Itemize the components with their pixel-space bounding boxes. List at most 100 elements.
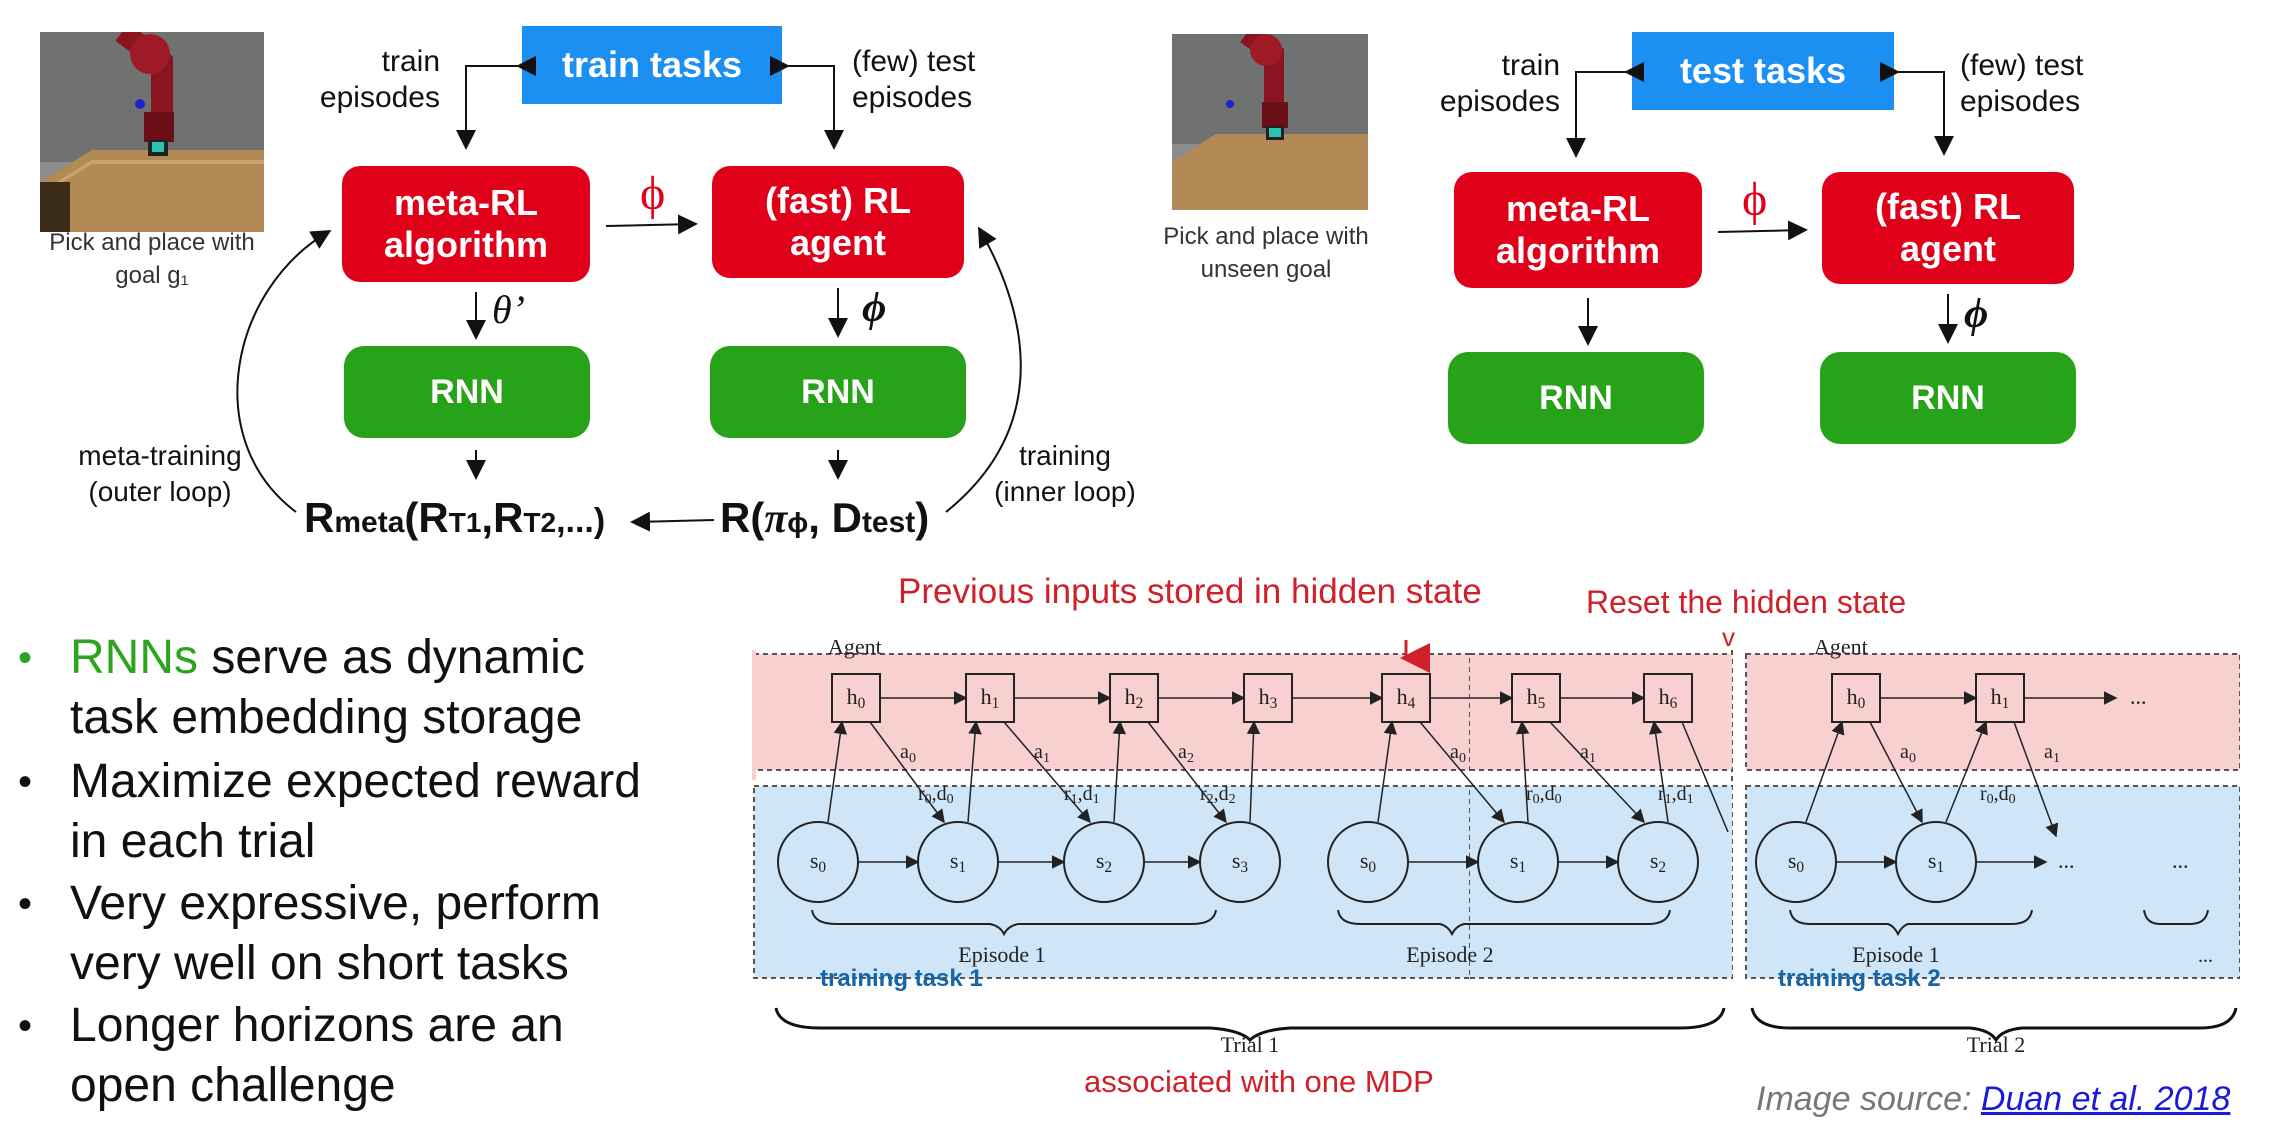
bullet-4-text: Longer horizons are an <box>70 999 564 1052</box>
robot-photo-left: Pick and place with goal g₁ <box>32 23 272 302</box>
brace-episode-partial <box>2143 909 2209 925</box>
brace-episode-1b <box>1789 909 2033 937</box>
agent-label-trial2: Agent <box>1814 640 1868 659</box>
robot-arm-image-left <box>40 23 264 232</box>
rnn-label-left-1: RNN <box>430 372 504 411</box>
obs-arrow-6 <box>1648 720 1669 823</box>
image-source-prefix: Image source: <box>1756 1080 1981 1118</box>
obs-arrow-2 <box>1112 720 1127 823</box>
bullet-3-text: Very expressive, perform <box>70 877 601 930</box>
annotation-reset-arrow: v <box>1722 622 1735 652</box>
annotation-previous-inputs: Previous inputs stored in hidden state <box>898 572 1482 611</box>
arrow-meta-to-fast-left <box>605 214 698 235</box>
photo-caption-right-line1: Pick and place with <box>1163 223 1369 250</box>
r-meta-sub: meta <box>334 506 405 539</box>
brace-episode-1 <box>811 909 1217 937</box>
obs-arrow-t2-0 <box>1805 720 1845 823</box>
meta-rl-line2: algorithm <box>383 224 548 265</box>
rnn-box-left-2: RNN <box>710 346 966 438</box>
hidden-label-4: h4 <box>1397 684 1416 712</box>
hidden-label-2: h2 <box>1125 684 1144 712</box>
phi-label-right: ϕ <box>1964 291 1989 337</box>
hidden-label-1: h1 <box>981 684 1000 712</box>
r-meta-t1: T1 <box>448 507 482 538</box>
r-pi-close: ) <box>915 494 930 541</box>
env-region-trial1 <box>753 785 1471 979</box>
r-meta-formula: Rmeta(RT1,RT2,...) <box>304 494 605 542</box>
phi-label-left: ϕ <box>862 285 887 331</box>
test-tasks-label: test tasks <box>1679 50 1847 91</box>
r-pi-phi-sub: ϕ <box>787 507 809 538</box>
hidden-label-t2-1: h1 <box>1991 684 2010 712</box>
state-label-5: s1 <box>1510 848 1526 876</box>
bullet-dot-3: • <box>18 882 33 926</box>
photo-caption-right-line2: unseen goal <box>1200 256 1332 283</box>
r-pi-formula: R(πϕ, Dtest) <box>720 494 929 543</box>
obs-arrow-3 <box>1246 720 1261 823</box>
obs-arrow-4 <box>1377 720 1398 823</box>
agent-label-trial1: Agent <box>828 640 882 659</box>
meta-rl-line1: meta-RL <box>393 182 538 223</box>
obs-arrow-0 <box>827 720 848 823</box>
action-arrow-t2-0 <box>1869 721 1923 824</box>
theta-prime-label: θ’ <box>492 287 525 332</box>
train-tasks-box: train tasks <box>522 26 782 104</box>
action-arrow-3 <box>1419 721 1505 824</box>
test-episodes-line1: (few) test <box>852 45 976 78</box>
rnn-label-left-2: RNN <box>801 372 875 411</box>
train-episodes-right-line1: train <box>1501 49 1560 82</box>
trial-2-label: Trial 2 <box>1967 1032 2025 1057</box>
right-diagram-arrows <box>1566 62 1958 346</box>
meta-rl-right-line1: meta-RL <box>1505 188 1650 229</box>
reward-label-2: r2,d2 <box>1200 783 1236 807</box>
episode-1-label: Episode 1 <box>958 942 1045 967</box>
brace-trial1 <box>774 1007 1726 1043</box>
action-arrow-t2-1 <box>2013 721 2059 838</box>
arrow-train-episodes-right <box>1566 62 1644 158</box>
meta-rl-right-line2: algorithm <box>1495 230 1660 271</box>
image-source-link[interactable]: Duan et al. 2018 <box>1980 1080 2231 1118</box>
bullet-2-text: Maximize expected reward <box>70 755 641 808</box>
rnn-label-right-1: RNN <box>1539 378 1613 417</box>
r-meta-t2: T2 <box>523 507 557 538</box>
annotation-one-mdp: associated with one MDP <box>1084 1064 1434 1099</box>
bullet-4-line2: open challenge <box>70 1059 396 1112</box>
train-episodes-line1: train <box>381 45 440 78</box>
bullet-dot-1: • <box>18 636 33 680</box>
state-label-t2-1: s1 <box>1928 848 1944 876</box>
fast-rl-line2: agent <box>789 222 886 263</box>
outer-loop-line2: (outer loop) <box>88 476 232 507</box>
arrow-meta-to-fast-right <box>1717 220 1808 241</box>
r-pi-mid: , D <box>808 494 862 541</box>
bullet-1-highlight: RNNs <box>70 631 198 684</box>
action-label-4: a1 <box>1580 741 1596 766</box>
train-episodes-right-line2: episodes <box>1439 85 1560 118</box>
outer-loop-label: meta-training (outer loop) <box>60 438 260 510</box>
obs-arrow-1 <box>967 720 982 823</box>
r-meta-comma: ,R <box>481 494 524 541</box>
test-episodes-label-right: (few) test episodes <box>1960 48 2160 120</box>
bullet-2-line2: in each trial <box>70 815 316 868</box>
bullet-1-line2: task embedding storage <box>70 691 583 744</box>
agent-region-trial2 <box>1745 653 2240 771</box>
rnn-label-right-2: RNN <box>1911 378 1985 417</box>
episode-2-label: Episode 2 <box>1406 942 1493 967</box>
hidden-label-5: h5 <box>1527 684 1546 712</box>
reward-label-5: r0,d0 <box>1980 783 2016 807</box>
reward-label-1: r1,d1 <box>1064 783 1100 807</box>
r-pi-pi: π <box>764 496 788 542</box>
action-arrow-0 <box>869 721 945 824</box>
state-label-1: s1 <box>950 848 966 876</box>
hidden-label-t2-0: h0 <box>1847 684 1866 712</box>
training-task-1-label: training task 1 <box>820 965 983 992</box>
reward-label-0: r0,d0 <box>918 783 954 807</box>
episode-1b-label: Episode 1 <box>1852 942 1939 967</box>
brace-trial2 <box>1750 1007 2238 1043</box>
test-tasks-box: test tasks <box>1632 32 1894 110</box>
r-meta-rest: ,...) <box>556 502 606 540</box>
